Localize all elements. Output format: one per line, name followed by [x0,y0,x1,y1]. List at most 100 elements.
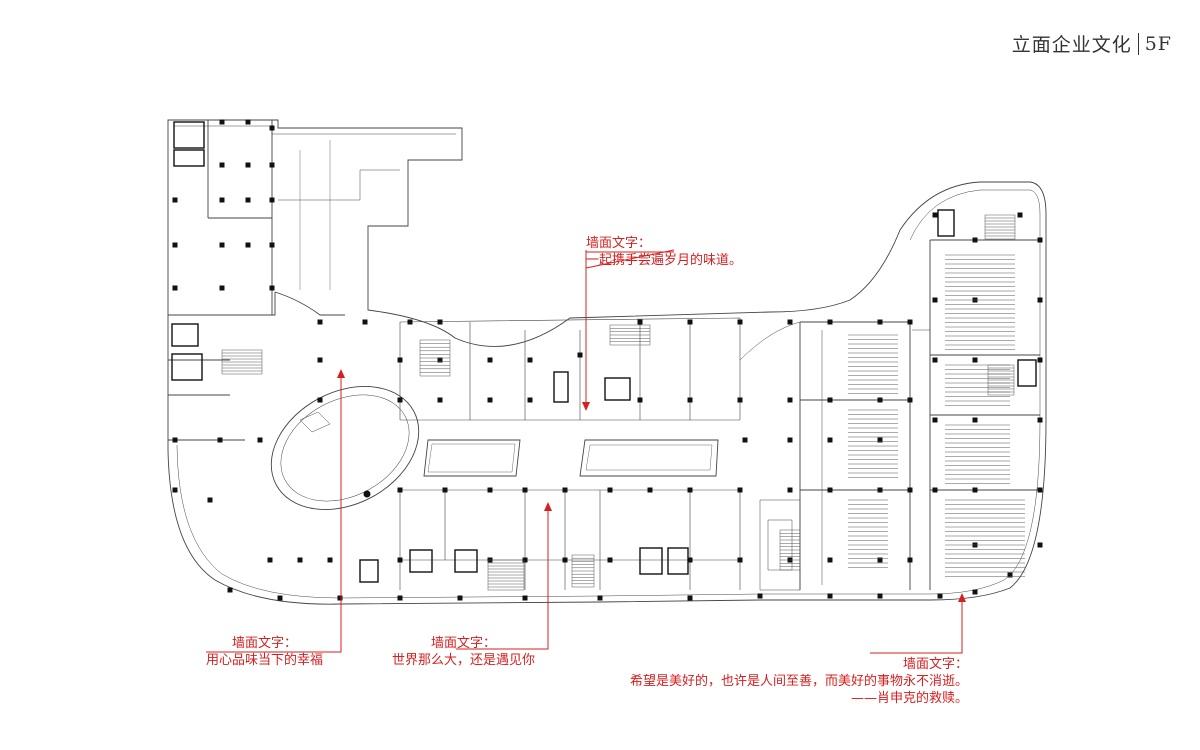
column [219,242,225,248]
column [1037,357,1043,363]
column [219,285,225,291]
column [597,595,603,601]
column [972,589,978,595]
column [269,285,275,291]
stair [987,364,1015,396]
page-header: 立面企业文化 5F [1012,30,1172,57]
column [245,197,251,203]
column [687,595,693,601]
callout-heading: 墙面文字： [232,636,298,651]
column [827,593,833,599]
column [327,557,333,563]
stair [571,554,595,588]
column [562,557,568,563]
service-cores [171,121,1037,583]
column [737,487,743,493]
column [877,319,883,325]
stair [984,214,1016,240]
column [172,197,178,203]
column [207,497,213,503]
atrium-marker [363,490,371,498]
column [317,397,323,403]
column [219,162,225,168]
column [317,357,323,363]
column [607,557,613,563]
column [932,357,938,363]
column [172,285,178,291]
column [647,487,653,493]
callout-arrowheads [337,369,966,602]
column [397,397,403,403]
column [907,397,913,403]
column [827,437,833,443]
column [827,487,833,493]
column [267,557,273,563]
column [1037,542,1043,548]
callout-heading: 墙面文字： [431,636,497,651]
column [172,487,178,493]
column [522,557,528,563]
column [407,319,413,325]
column [877,487,883,493]
callout-dining-wall: 墙面文字： 一起携手尝遍岁月的味道。 [586,235,742,269]
column [1007,572,1013,578]
column [219,197,225,203]
column [522,595,528,601]
column [787,487,793,493]
column [457,595,463,601]
column [1037,237,1043,243]
column [757,593,763,599]
column [227,587,233,593]
page-title: 立面企业文化 [1011,34,1132,56]
column [737,557,743,563]
floor-label: 5F [1144,32,1172,55]
column [1037,297,1043,303]
column [172,437,178,443]
callout-text: 世界那么大，还是遇见你 [392,653,536,668]
stair [419,339,451,377]
column [972,237,978,243]
column [907,319,913,325]
column [907,487,913,493]
cinema-seating [848,254,1025,577]
stair [221,349,263,375]
column [487,397,493,403]
column [787,437,793,443]
column [397,595,403,601]
callout-text: 用心品味当下的幸福 [206,653,324,668]
column [787,397,793,403]
column [827,397,833,403]
column [1037,417,1043,423]
stair [609,324,651,346]
column [269,242,275,248]
column [277,595,283,601]
column [527,397,533,403]
column [932,417,938,423]
column [397,557,403,563]
column [245,162,251,168]
column [687,397,693,403]
column [972,417,978,423]
column [827,557,833,563]
column [877,593,883,599]
column [687,319,693,325]
column [737,397,743,403]
stair [487,559,525,591]
callout-text: ——肖申克的救赎。 [850,691,968,706]
column [317,319,323,325]
column [932,297,938,303]
column [397,487,403,493]
column [397,357,403,363]
title-divider [1137,32,1139,55]
column [687,557,693,563]
column [522,487,528,493]
column [362,319,368,325]
structural-columns [172,119,1043,601]
column [257,437,263,443]
column [787,319,793,325]
column [907,557,913,563]
column [1037,487,1043,493]
column [269,162,275,168]
column [687,487,693,493]
